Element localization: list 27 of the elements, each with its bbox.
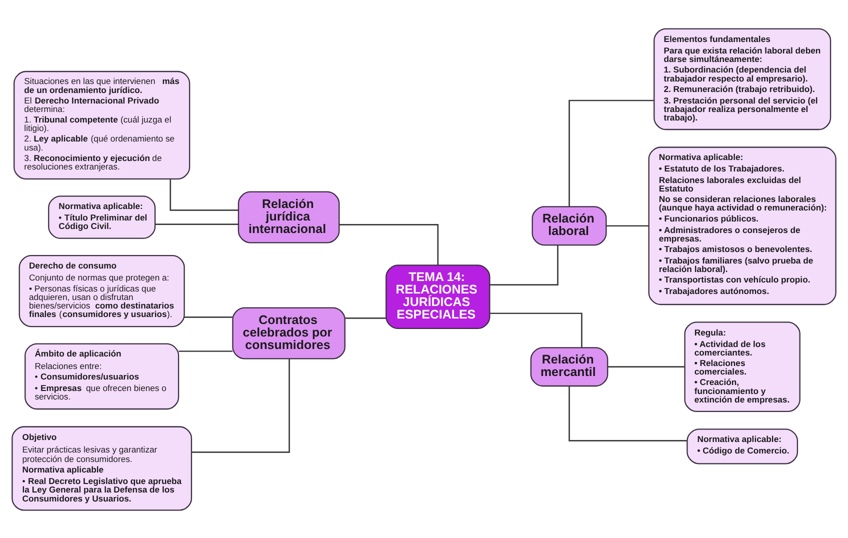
node-box: Regula: • Actividad de los comerciantes. • Relaciones comerciales. • Creación, funcionamiento y extinción de empresas. bbox=[684, 321, 800, 412]
node-box: Relación jurídica internacional bbox=[238, 190, 340, 243]
connector bbox=[155, 223, 238, 224]
connector bbox=[345, 317, 386, 318]
node-box: Normativa aplicable: • Estatuto de los Trabajadores. Relaciones laborales excluidas del Estatuto No se consideran relaciones laborales (aunque haya actividad o remuneración): • Funcionarios públicos. • Administradores o consejeros de empresas. • Trabajos amistosos o benevolentes. • Trabajos familiares (salvo prueba de relación laboral). • Transportistas con vehículo propio. • Trabajadores autónomos. bbox=[648, 146, 836, 305]
node-box: Situaciones en las que intervienen más de un ordenamiento jurídico. El Derecho Internacional Privado determina: 1. Tribunal competente (cuál juzga el litigio). 2. Ley aplicable (qué ordenamiento se usa). 3. Reconocimiento y ejecución de resoluciones extranjeras. bbox=[14, 70, 190, 179]
node-box: Derecho de consumo Conjunto de normas que protegen a: • Personas físicas o jurídicas que adquieren, usan o disfrutan bienes/servicios como destinatarios finales (consumidores y usuarios). bbox=[18, 254, 185, 327]
connector bbox=[568, 99, 654, 206]
connector bbox=[568, 386, 688, 441]
connector bbox=[170, 178, 238, 210]
connector bbox=[192, 358, 290, 452]
node-box: Relación laboral bbox=[532, 206, 607, 246]
node-box: TEMA 14: RELACIONES JURÍDICAS ESPECIALES bbox=[386, 264, 490, 329]
node-box: Relación mercantil bbox=[530, 346, 608, 386]
connector bbox=[490, 312, 582, 348]
connector bbox=[339, 224, 439, 264]
connector bbox=[490, 244, 558, 285]
connector bbox=[606, 224, 649, 226]
node-box: Normativa aplicable: • Título Preliminar del Código Civil. bbox=[48, 195, 156, 238]
node-box: Contratos celebrados por consumidores bbox=[232, 306, 346, 359]
connector bbox=[608, 366, 685, 367]
connector bbox=[178, 350, 233, 352]
node-box: Elementos fundamentales Para que exista relación laboral deben darse simultáneamente: 1. Subordinación (dependencia del trabajador respecto al empresario). 2. Remuneración (trabajo retribuido). 3. Prestación personal del servicio (el trabajador realiza personalmente el trabajo). bbox=[654, 28, 832, 130]
node-box: Ámbito de aplicación Relaciones entre: • Consumidores/usuarios • Empresas que ofrecen bienes o servicios. bbox=[24, 342, 180, 410]
node-box: Objetivo Evitar prácticas lesivas y garantizar protección de consumidores. Normativa aplicable • Real Decreto Legislativo que aprueba la Ley General para la Defensa de los Consumidores y Usuarios. bbox=[12, 426, 192, 510]
connector bbox=[184, 316, 232, 318]
node-box: Normativa aplicable: • Código de Comercio. bbox=[686, 428, 798, 464]
